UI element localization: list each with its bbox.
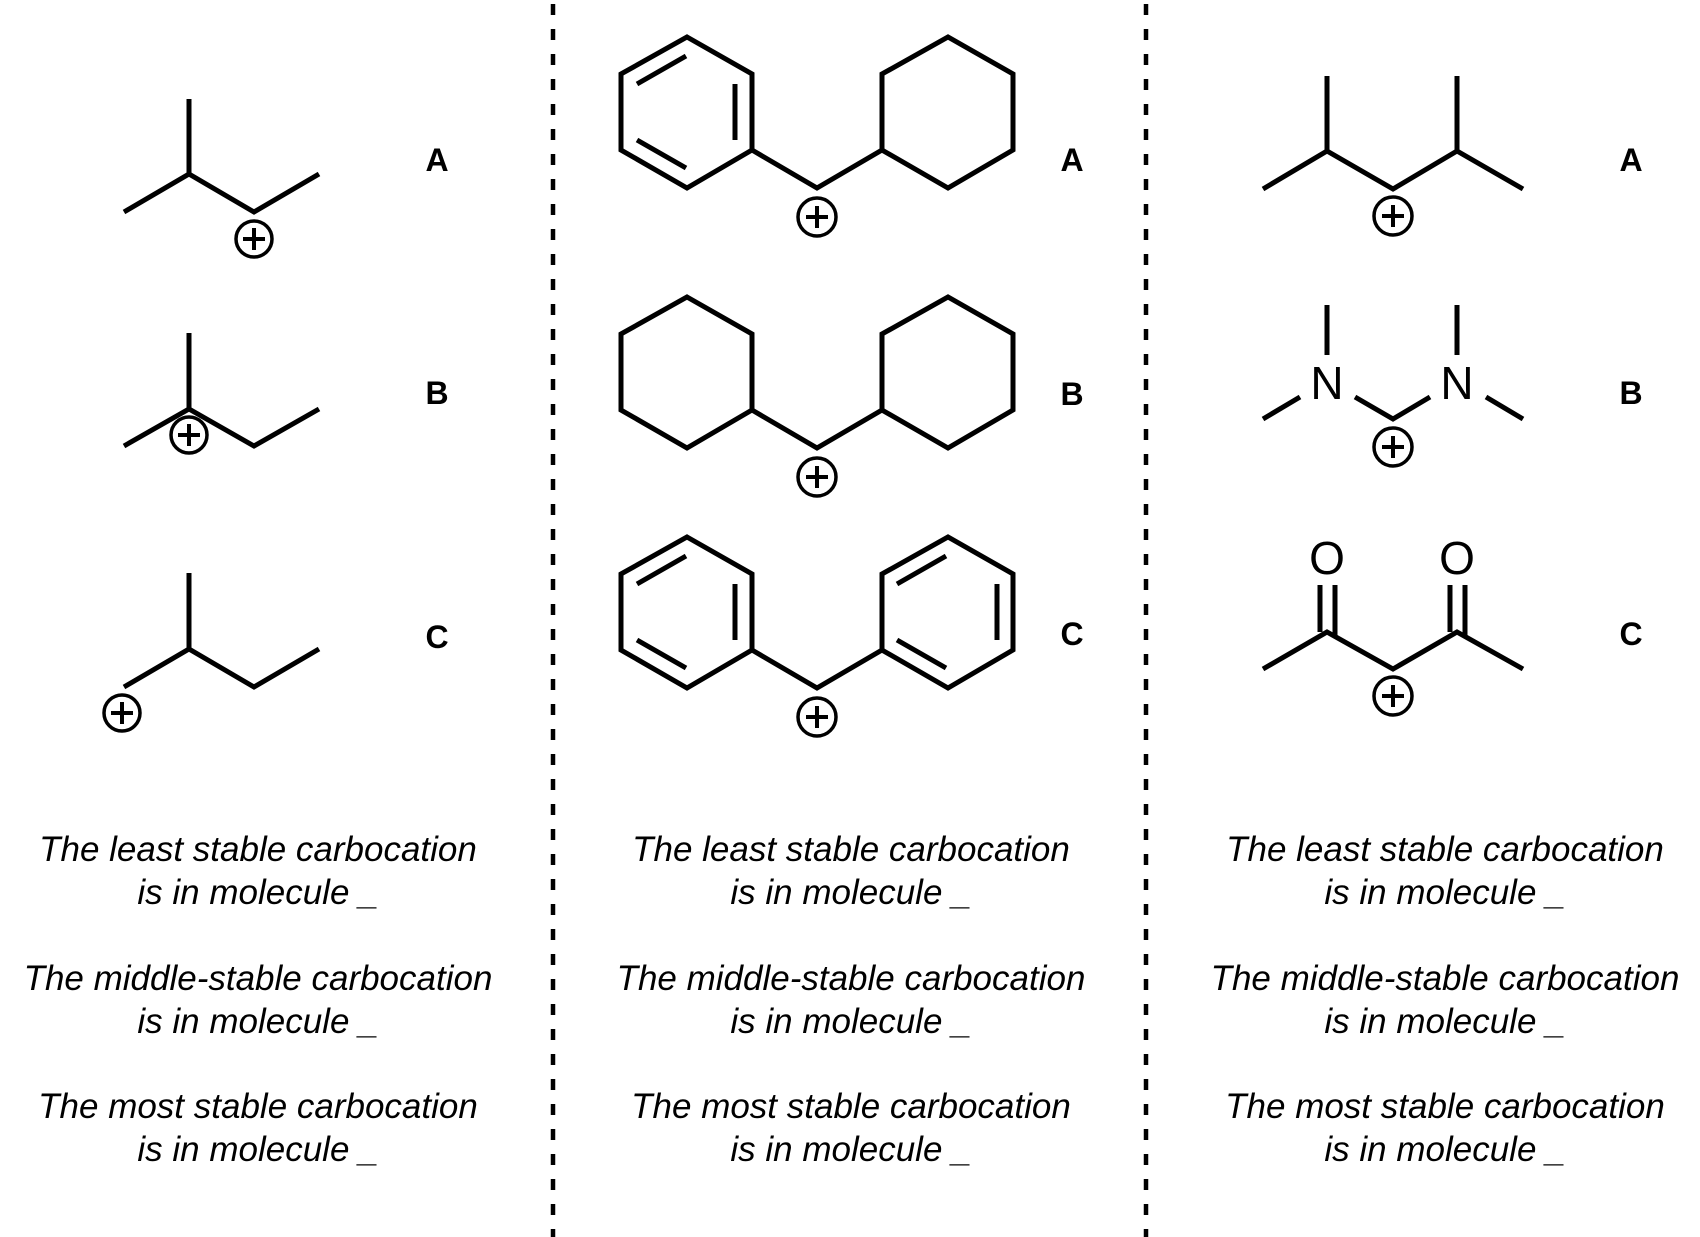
question-least-line1: The least stable carbocation xyxy=(39,830,477,869)
molecule-1b: B xyxy=(122,333,449,455)
question-most-line1: The most stable carbocation xyxy=(631,1087,1071,1126)
question-middle-line2: is in molecule _ xyxy=(137,1002,378,1041)
linker xyxy=(750,407,884,451)
linker xyxy=(750,147,884,191)
methyl-bond xyxy=(1484,394,1525,422)
question-block: The least stable carbocation is in molec… xyxy=(617,830,1086,1169)
skeleton xyxy=(122,646,321,690)
molecule-label: A xyxy=(1619,142,1642,178)
nitrogen-atom: N xyxy=(1310,357,1343,409)
benzene-ring xyxy=(879,534,1016,691)
molecule-1c: C xyxy=(102,573,449,733)
positive-charge-icon xyxy=(796,456,838,498)
column-1: A B C The least stable carbocation is in… xyxy=(24,99,493,1169)
skeleton xyxy=(1261,148,1525,192)
molecule-label: B xyxy=(1619,375,1642,411)
benzene-ring xyxy=(618,34,755,191)
aromatic-double-bond xyxy=(635,137,688,171)
positive-charge-icon xyxy=(1372,426,1414,468)
aromatic-double-bond xyxy=(895,637,948,671)
question-block: The least stable carbocation is in molec… xyxy=(24,830,493,1169)
molecule-label: A xyxy=(425,142,448,178)
molecule-label: C xyxy=(1619,616,1642,652)
positive-charge-icon xyxy=(796,196,838,238)
question-middle-line1: The middle-stable carbocation xyxy=(24,959,493,998)
question-least-line1: The least stable carbocation xyxy=(1226,830,1664,869)
question-least-line2: is in molecule _ xyxy=(137,873,378,912)
molecule-3b: N N B xyxy=(1261,305,1643,468)
question-most-line2: is in molecule _ xyxy=(730,1130,971,1169)
question-most-line2: is in molecule _ xyxy=(137,1130,378,1169)
cyclohexane-ring xyxy=(618,294,755,451)
question-middle-line1: The middle-stable carbocation xyxy=(617,959,1086,998)
column-3: A N N B O O C xyxy=(1211,76,1680,1169)
aromatic-double-bond xyxy=(635,553,688,587)
linker xyxy=(750,647,884,691)
aromatic-double-bond xyxy=(635,53,688,87)
question-least-line2: is in molecule _ xyxy=(1324,873,1565,912)
molecule-2c: C xyxy=(618,534,1084,738)
skeleton xyxy=(1261,629,1525,672)
nitrogen-atom: N xyxy=(1440,357,1473,409)
question-least-line1: The least stable carbocation xyxy=(632,830,1070,869)
cyclohexane-ring xyxy=(879,294,1016,451)
molecule-label: B xyxy=(1060,376,1083,412)
aromatic-double-bond xyxy=(895,553,948,587)
skeleton xyxy=(122,171,321,215)
molecule-2a: A xyxy=(618,34,1084,238)
molecule-1a: A xyxy=(122,99,449,259)
molecule-label: C xyxy=(1060,616,1083,652)
positive-charge-icon xyxy=(796,696,838,738)
skeleton xyxy=(122,406,321,449)
methyl-bond xyxy=(1261,394,1302,422)
aromatic-double-bond xyxy=(635,637,688,671)
oxygen-atom: O xyxy=(1439,532,1475,584)
question-block: The least stable carbocation is in molec… xyxy=(1211,830,1680,1169)
positive-charge-icon xyxy=(102,693,142,733)
benzene-ring xyxy=(618,534,755,691)
cyclohexane-ring xyxy=(879,34,1016,191)
molecule-2b: B xyxy=(618,294,1084,498)
molecule-3c: O O C xyxy=(1261,532,1643,717)
positive-charge-icon xyxy=(169,415,209,455)
n-c-n-bonds xyxy=(1353,394,1432,422)
molecule-label: B xyxy=(425,375,448,411)
question-least-line2: is in molecule _ xyxy=(730,873,971,912)
molecule-label: A xyxy=(1060,142,1083,178)
oxygen-atom: O xyxy=(1309,532,1345,584)
column-2: A B C T xyxy=(617,34,1086,1169)
question-middle-line2: is in molecule _ xyxy=(1324,1002,1565,1041)
positive-charge-icon xyxy=(234,219,274,259)
question-middle-line1: The middle-stable carbocation xyxy=(1211,959,1680,998)
molecule-3a: A xyxy=(1261,76,1643,237)
question-most-line2: is in molecule _ xyxy=(1324,1130,1565,1169)
question-most-line1: The most stable carbocation xyxy=(1225,1087,1665,1126)
positive-charge-icon xyxy=(1372,675,1414,717)
positive-charge-icon xyxy=(1372,195,1414,237)
question-most-line1: The most stable carbocation xyxy=(38,1087,478,1126)
question-middle-line2: is in molecule _ xyxy=(730,1002,971,1041)
molecule-label: C xyxy=(425,619,448,655)
